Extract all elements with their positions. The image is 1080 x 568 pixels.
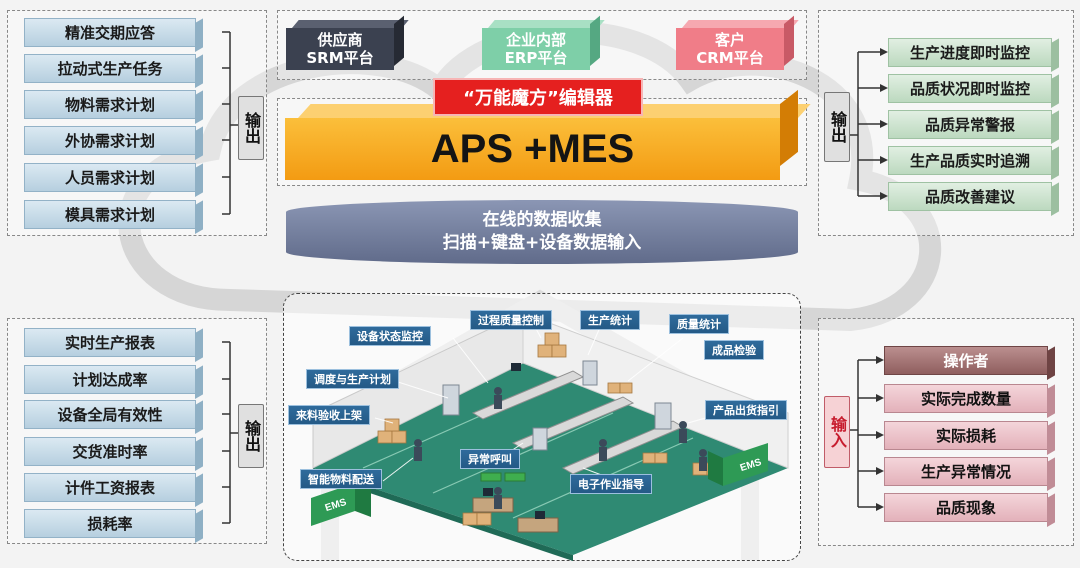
callout-exception-call: 异常呼叫 <box>460 449 520 469</box>
callout-electronic-instructions: 电子作业指导 <box>570 474 652 494</box>
monitor-item-quality-alarm: 品质异常警报 <box>888 110 1052 139</box>
callout-incoming-inspection: 来料验收上架 <box>288 405 370 425</box>
top-right-output-label-text: 输出 <box>828 111 847 143</box>
callout-shipping-guide: 产品出货指引 <box>705 400 787 420</box>
callout-finished-inspection: 成品检验 <box>704 340 764 360</box>
srm-platform-block: 供应商 SRM平台 <box>286 28 394 70</box>
output-item-plan-achievement: 计划达成率 <box>24 365 196 394</box>
monitor-item-quality-trace: 生产品质实时追溯 <box>888 146 1052 175</box>
input-item-completed-qty: 实际完成数量 <box>884 384 1048 413</box>
crm-platform-block: 客户 CRM平台 <box>676 28 784 70</box>
input-header-operator: 操作者 <box>884 346 1048 375</box>
output-item-piece-wage: 计件工资报表 <box>24 473 196 502</box>
magic-cube-editor-banner: “万能魔方”编辑器 <box>433 78 643 116</box>
output-item-delivery-response: 精准交期应答 <box>24 18 196 47</box>
data-collection-methods: 扫描+键盘+设备数据输入 <box>442 233 642 253</box>
output-item-material-plan: 物料需求计划 <box>24 90 196 119</box>
bottom-left-output-label-text: 输出 <box>242 420 261 452</box>
output-item-mold-plan: 模具需求计划 <box>24 200 196 229</box>
erp-platform-title: 企业内部 <box>505 31 566 49</box>
output-item-on-time-delivery: 交货准时率 <box>24 437 196 466</box>
smart-factory-illustration <box>311 312 789 561</box>
data-collection-title: 在线的数据收集 <box>482 210 602 230</box>
aps-mes-title: APS +MES <box>430 126 635 171</box>
input-item-actual-loss: 实际损耗 <box>884 421 1048 450</box>
callout-equipment-monitoring: 设备状态监控 <box>349 326 431 346</box>
callout-material-delivery: 智能物料配送 <box>300 469 382 489</box>
callout-production-stats: 生产统计 <box>580 310 640 330</box>
aps-mes-core-block: APS +MES <box>285 118 780 180</box>
top-left-output-label: 输出 <box>238 96 264 160</box>
monitor-item-quality-improvement: 品质改善建议 <box>888 182 1052 211</box>
callout-quality-stats: 质量统计 <box>669 314 729 334</box>
output-item-oee: 设备全局有效性 <box>24 400 196 429</box>
output-item-realtime-report: 实时生产报表 <box>24 328 196 357</box>
bottom-right-input-label-text: 输入 <box>828 416 847 448</box>
top-left-output-panel <box>7 10 267 236</box>
crm-platform-title: 客户 <box>714 31 745 49</box>
output-item-pull-production: 拉动式生产任务 <box>24 54 196 83</box>
output-item-staff-plan: 人员需求计划 <box>24 163 196 192</box>
erp-platform-block: 企业内部 ERP平台 <box>482 28 590 70</box>
output-item-loss-rate: 损耗率 <box>24 509 196 538</box>
crm-platform-name: CRM平台 <box>696 49 764 67</box>
bottom-right-input-label: 输入 <box>824 396 850 468</box>
data-collection-cylinder: 在线的数据收集 扫描+键盘+设备数据输入 <box>286 200 798 264</box>
output-item-outsourcing-plan: 外协需求计划 <box>24 126 196 155</box>
srm-platform-name: SRM平台 <box>306 49 374 67</box>
monitor-item-quality-status: 品质状况即时监控 <box>888 74 1052 103</box>
input-item-production-exception: 生产异常情况 <box>884 457 1048 486</box>
callout-scheduling-planning: 调度与生产计划 <box>306 369 399 389</box>
callout-process-quality: 过程质量控制 <box>470 310 552 330</box>
top-left-output-label-text: 输出 <box>242 112 261 144</box>
srm-platform-title: 供应商 <box>317 31 363 49</box>
monitor-item-progress: 生产进度即时监控 <box>888 38 1052 67</box>
bottom-left-output-label: 输出 <box>238 404 264 468</box>
editor-label: “万能魔方”编辑器 <box>463 88 613 109</box>
input-item-quality-phenomenon: 品质现象 <box>884 493 1048 522</box>
erp-platform-name: ERP平台 <box>504 49 568 67</box>
top-right-output-label: 输出 <box>824 92 850 162</box>
